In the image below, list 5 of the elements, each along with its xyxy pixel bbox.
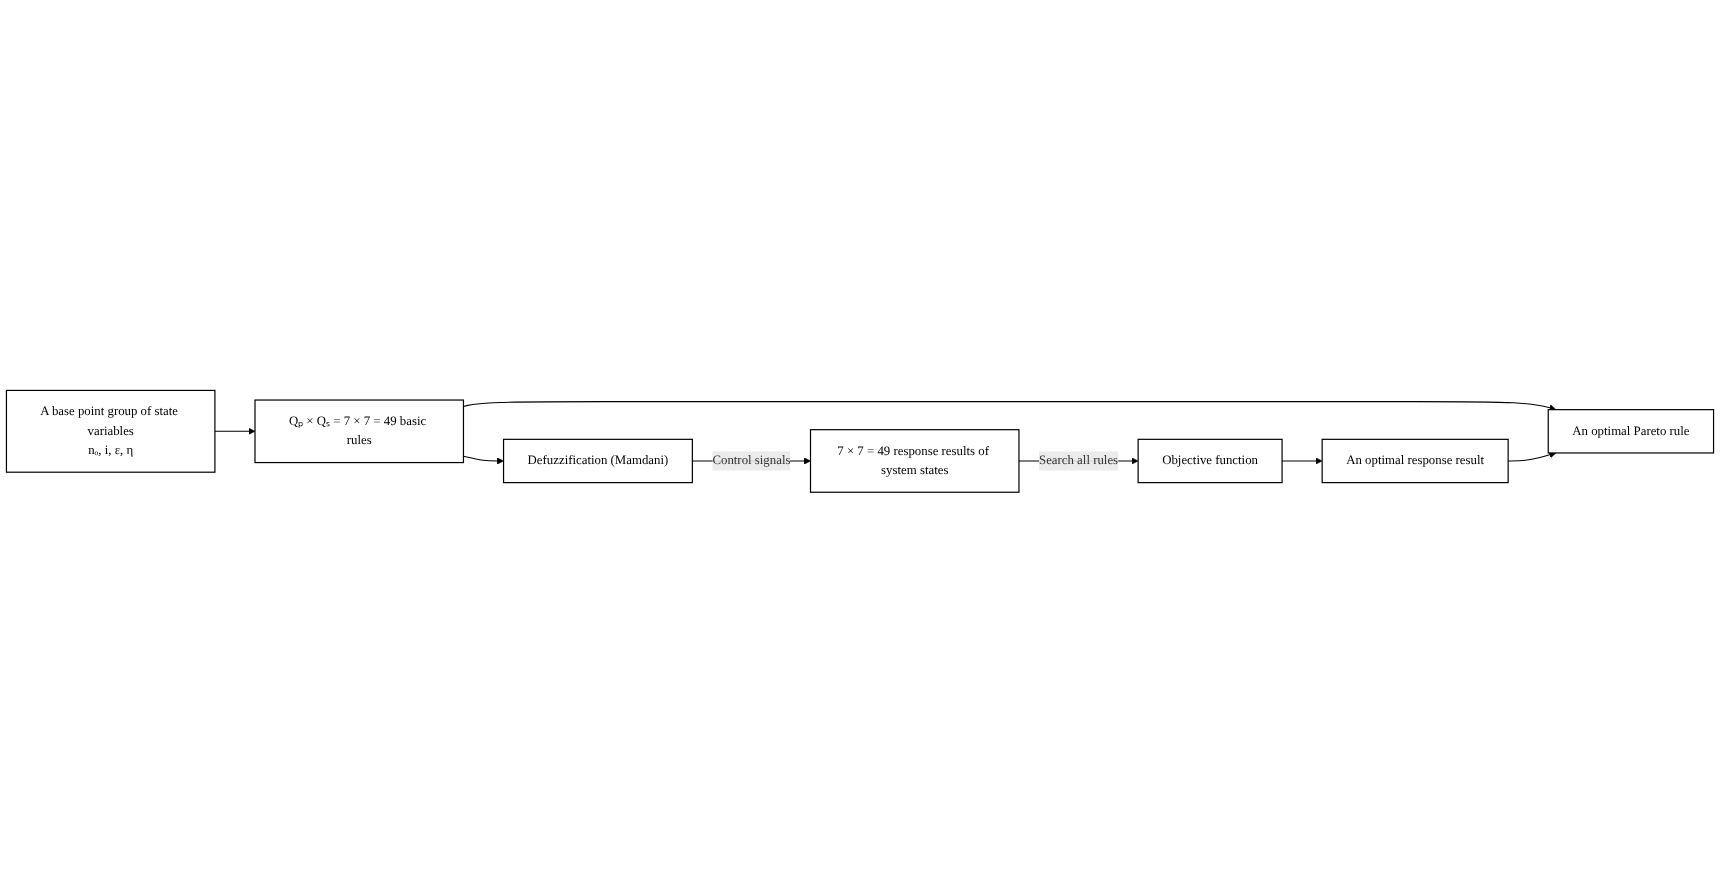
arrow bbox=[1507, 451, 1557, 462]
arrow bbox=[214, 427, 256, 435]
arrow bbox=[1281, 457, 1323, 465]
arrow bbox=[462, 455, 504, 465]
arrow bbox=[462, 400, 1557, 411]
